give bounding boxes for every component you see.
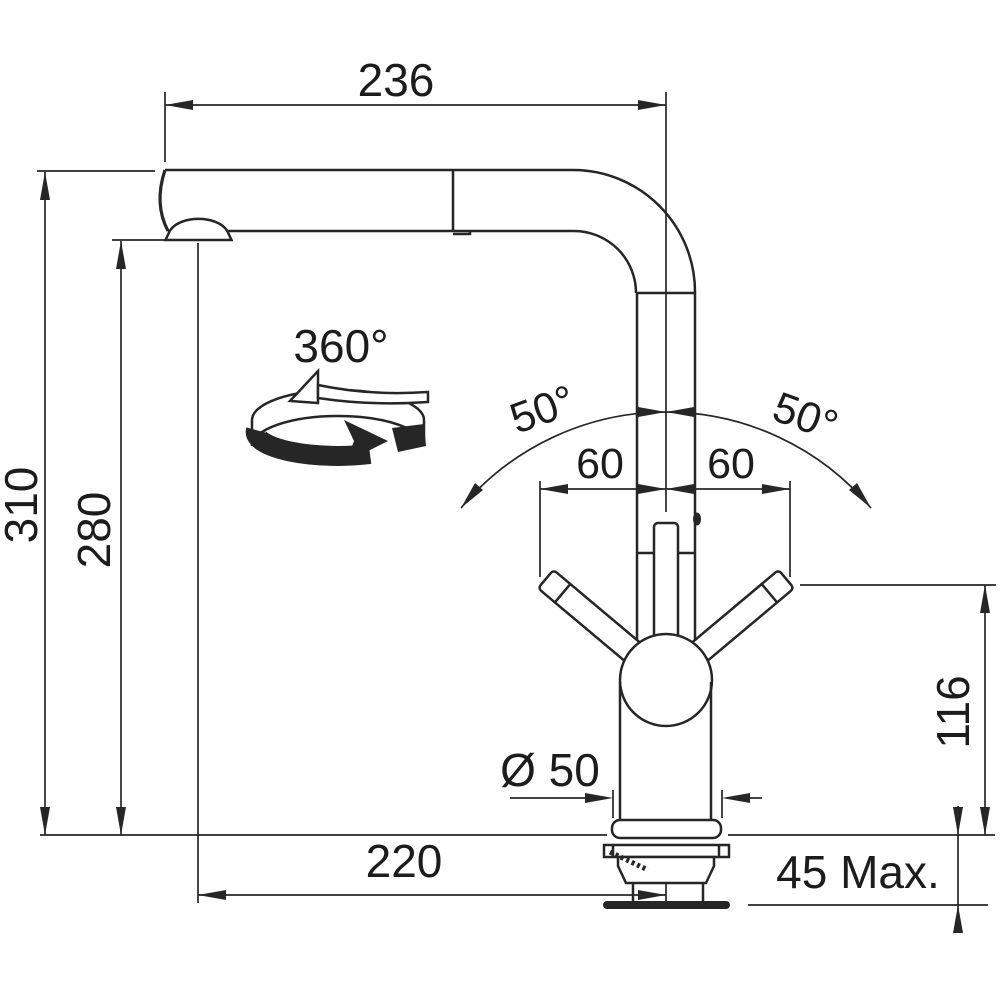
faucet-outline	[158, 168, 794, 909]
riser-clip-dot	[693, 512, 701, 526]
rotation-360-icon	[245, 367, 430, 466]
dimension-45-max	[953, 806, 963, 933]
lever-neutral	[652, 521, 680, 645]
label-50-left: 50°	[504, 376, 582, 443]
swivel-band-end	[392, 424, 426, 452]
swivel-front-arrowhead	[344, 420, 388, 462]
dimension-220	[197, 243, 666, 903]
label-116: 116	[927, 675, 979, 748]
label-45-max: 45 Max.	[776, 846, 940, 898]
countertop-line	[40, 834, 995, 906]
swivel-front-band	[245, 427, 372, 466]
ball-joint	[618, 632, 714, 728]
dimension-280	[112, 239, 170, 835]
label-dia-50: Ø 50	[500, 744, 600, 796]
dimension-dia-50	[510, 790, 762, 818]
label-220: 220	[366, 835, 443, 887]
dimension-60-60	[539, 481, 791, 577]
dimension-116	[800, 584, 996, 835]
label-280: 280	[68, 492, 120, 569]
riser-column	[635, 293, 701, 648]
label-60-right: 60	[707, 440, 755, 488]
mounting-hardware	[602, 843, 731, 909]
body-cylinder	[618, 682, 713, 821]
base-flange	[610, 818, 723, 840]
dimension-labels: 236 310 280 360° 50° 50° 60 60 116 Ø 50 …	[0, 54, 979, 898]
aerator	[163, 217, 234, 242]
label-50-right: 50°	[767, 383, 845, 450]
thread-hatch	[608, 849, 650, 873]
spout-tube	[158, 168, 574, 236]
swivel-back-arrowhead	[287, 367, 320, 405]
label-236: 236	[358, 54, 435, 106]
label-60-left: 60	[576, 440, 624, 488]
label-310: 310	[0, 467, 47, 544]
swivel-back-arrow-shaft	[316, 383, 430, 405]
dimension-236	[164, 92, 666, 162]
base-washer	[603, 901, 730, 909]
dimension-310	[37, 170, 155, 835]
label-360: 360°	[293, 320, 388, 372]
spout-bend	[573, 168, 697, 295]
